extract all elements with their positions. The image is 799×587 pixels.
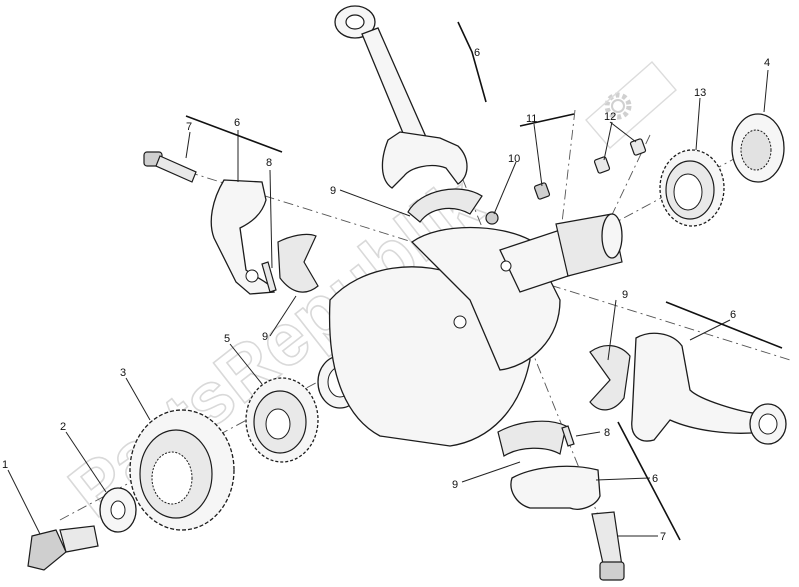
bearing-shell-left	[277, 233, 319, 293]
callout-1: 1	[2, 459, 8, 471]
callout-8-lower: 8	[604, 427, 610, 439]
callout-2: 2	[60, 421, 66, 433]
rod-bolt-left	[143, 151, 197, 183]
callout-13: 13	[694, 87, 706, 99]
washer-2	[99, 487, 137, 533]
group-brackets	[185, 21, 783, 541]
callout-11: 11	[526, 113, 537, 125]
callout-6-left-cap: 6	[234, 117, 240, 129]
connecting-rod-upper	[334, 5, 468, 189]
gear-3	[129, 409, 235, 531]
callout-9-upper: 9	[330, 185, 336, 197]
callout-10: 10	[508, 153, 520, 165]
callout-6-lower-cap: 6	[652, 473, 658, 485]
pin-12b	[629, 138, 647, 156]
screw-1	[27, 525, 99, 571]
callout-7-lower-bolt: 7	[660, 531, 666, 543]
connecting-rod-right	[631, 332, 787, 445]
logo-outline-shape	[585, 61, 677, 149]
bearing-shell-lower	[497, 420, 567, 457]
gear-logo-icon	[604, 92, 632, 120]
callout-8-left: 8	[266, 157, 272, 169]
callout-labels: 1 2 3 4 5 6 6 6 6 7 7 8 8 9 9 9 9 10 11 …	[2, 47, 770, 543]
callout-6-upper-rod: 6	[474, 47, 480, 59]
ring-nut-4	[731, 113, 785, 183]
bearing-shell-upper	[407, 188, 483, 223]
callout-3: 3	[120, 367, 126, 379]
callout-9-left: 9	[262, 331, 268, 343]
bearing-pin-8	[561, 425, 575, 447]
pin-12a	[593, 156, 611, 174]
bearing-shell-left-small	[261, 261, 277, 293]
rod-cap-left	[210, 179, 275, 295]
timing-gear-13	[659, 149, 725, 227]
gear-5	[245, 377, 319, 463]
rod-bolt-lower	[591, 511, 625, 581]
callout-9-right: 9	[622, 289, 628, 301]
leader-lines	[7, 69, 769, 537]
callout-9-lower: 9	[452, 479, 458, 491]
callout-12: 12	[604, 111, 616, 123]
callout-7-left-bolt: 7	[186, 121, 192, 133]
callout-6-right-rod: 6	[730, 309, 736, 321]
bearing-shell-right	[589, 345, 631, 411]
callout-4: 4	[764, 57, 770, 69]
plug-10	[533, 182, 551, 200]
rod-cap-lower	[510, 465, 601, 510]
crankshaft	[317, 213, 623, 447]
callout-5: 5	[224, 333, 230, 345]
dowel-10	[485, 211, 499, 225]
